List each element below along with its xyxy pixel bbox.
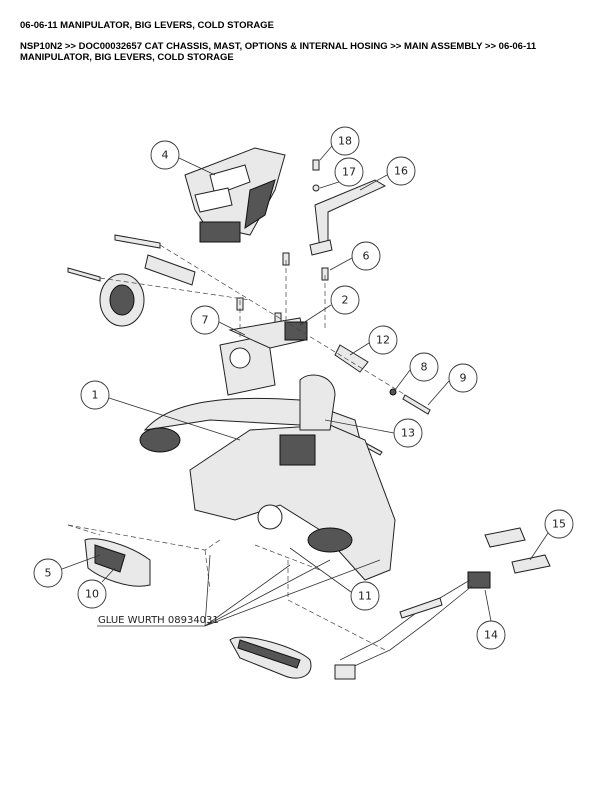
callout-13: 13	[393, 418, 423, 448]
part-5-grip	[84, 538, 151, 587]
callout-17: 17	[334, 157, 364, 187]
part-handle-grip	[229, 636, 312, 679]
callout-10: 10	[77, 579, 107, 609]
svg-text:9: 9	[460, 372, 467, 385]
breadcrumb: NSP10N2 >> DOC00032657 CAT CHASSIS, MAST…	[20, 41, 537, 63]
svg-text:13: 13	[401, 427, 415, 440]
part-2-switch	[284, 321, 308, 341]
part-rotary-knob	[99, 273, 145, 327]
part-small-connector	[334, 664, 356, 680]
svg-text:6: 6	[363, 250, 370, 263]
callout-1: 1	[80, 380, 110, 410]
callout-6: 6	[351, 241, 381, 271]
glue-note: GLUE WURTH 08934031	[98, 615, 219, 626]
svg-text:15: 15	[552, 518, 566, 531]
callout-12: 12	[368, 325, 398, 355]
svg-text:1: 1	[92, 389, 99, 402]
callout-11: 11	[350, 581, 380, 611]
callout-16: 16	[386, 156, 416, 186]
callout-5: 5	[33, 558, 63, 588]
callout-18: 18	[330, 126, 360, 156]
svg-text:17: 17	[342, 166, 356, 179]
svg-text:2: 2	[342, 294, 349, 307]
callout-14: 14	[476, 620, 506, 650]
callout-2: 2	[330, 285, 360, 315]
svg-text:7: 7	[202, 314, 209, 327]
part-16-bracket	[309, 179, 387, 256]
svg-text:10: 10	[85, 588, 99, 601]
callout-4: 4	[150, 140, 180, 170]
page-title: 06-06-11 MANIPULATOR, BIG LEVERS, COLD S…	[20, 20, 274, 31]
part-15-pads	[484, 527, 551, 574]
callout-7: 7	[190, 305, 220, 335]
explode-lines	[67, 244, 431, 651]
part-1-main-housing	[139, 374, 396, 581]
svg-text:11: 11	[358, 590, 372, 603]
svg-text:4: 4	[162, 149, 169, 162]
callout-15: 15	[544, 509, 574, 539]
part-12-clip	[334, 344, 369, 373]
part-18-screw	[312, 159, 320, 192]
leader-lines	[61, 145, 549, 627]
part-14-harness	[339, 571, 491, 669]
svg-text:18: 18	[338, 135, 352, 148]
callout-8: 8	[409, 352, 439, 382]
svg-text:14: 14	[484, 629, 498, 642]
svg-text:12: 12	[376, 334, 390, 347]
callout-9: 9	[448, 363, 478, 393]
part-4-switch-housing	[184, 147, 286, 243]
svg-text:5: 5	[45, 567, 52, 580]
svg-text:8: 8	[421, 361, 428, 374]
part-pin	[144, 254, 196, 286]
svg-text:16: 16	[394, 165, 408, 178]
